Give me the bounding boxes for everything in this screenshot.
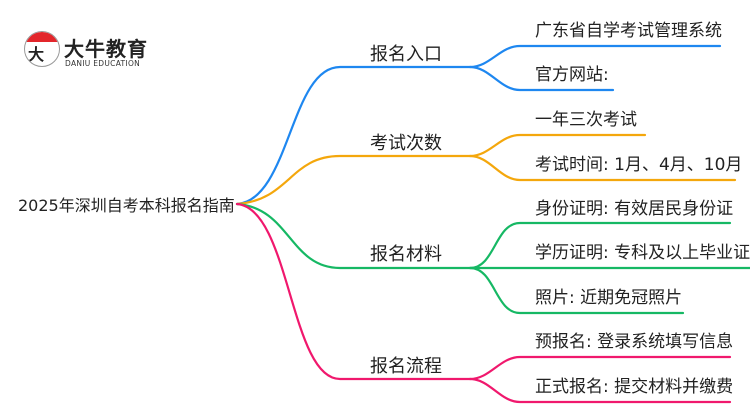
- edge-leaf-3-3: [468, 266, 685, 315]
- edge-leaf-1-1: [468, 44, 722, 69]
- branch-node: 报名入口: [370, 44, 442, 65]
- leaf-node: 预报名: 登录系统填写信息: [535, 332, 733, 352]
- leaf-node: 官方网站:: [535, 65, 609, 85]
- branch-node: 考试次数: [370, 133, 442, 154]
- branch-node: 报名材料: [370, 244, 442, 265]
- edge-root-branch-4: [235, 202, 472, 381]
- edge-root-branch-1: [235, 65, 472, 206]
- leaf-node: 正式报名: 提交材料并缴费: [535, 377, 733, 397]
- edge-leaf-3-1: [468, 221, 732, 270]
- edge-root-branch-3: [235, 202, 472, 270]
- edge-leaf-1-2: [468, 65, 615, 92]
- leaf-node: 照片: 近期免冠照片: [535, 288, 682, 308]
- edge-leaf-2-2: [468, 154, 737, 182]
- logo-badge-icon: 大牛: [24, 31, 60, 67]
- logo-name: 大牛教育: [64, 37, 148, 61]
- branch-node: 报名流程: [370, 356, 442, 377]
- leaf-node: 身份证明: 有效居民身份证: [535, 199, 733, 219]
- edge-leaf-4-1: [468, 355, 732, 381]
- logo: 大牛 大牛教育 DANIU EDUCATION: [24, 27, 164, 72]
- leaf-node: 学历证明: 专科及以上毕业证: [535, 243, 750, 263]
- edge-root-branch-2: [235, 154, 472, 206]
- root-node: 2025年深圳自考本科报名指南: [18, 196, 235, 215]
- leaf-node: 广东省自学考试管理系统: [535, 21, 722, 41]
- leaf-node: 考试时间: 1月、4月、10月: [535, 155, 742, 175]
- logo-subtitle: DANIU EDUCATION: [65, 59, 141, 68]
- edge-leaf-2-1: [468, 133, 647, 158]
- leaf-node: 一年三次考试: [535, 110, 637, 130]
- edge-leaf-4-2: [468, 377, 732, 404]
